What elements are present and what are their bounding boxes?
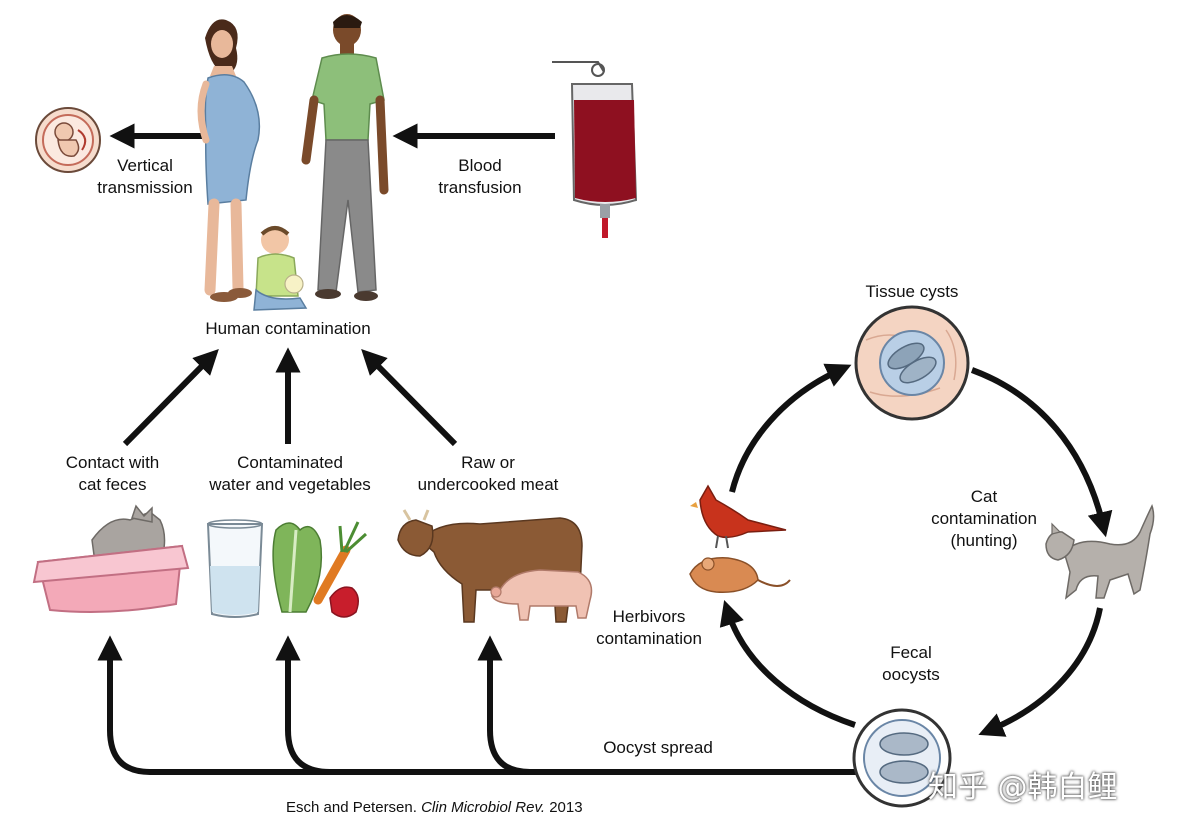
citation-year: 2013 (549, 799, 583, 816)
blood-transfusion-line2: transfusion (438, 178, 522, 197)
fecal-oocysts-label: Fecal oocysts (866, 642, 956, 686)
cat-contamination-line3: (hunting) (950, 531, 1018, 550)
meat-line2: undercooked meat (417, 475, 559, 494)
arrow-meat-to-human (361, 349, 458, 447)
fecal-oocysts-line1: Fecal (890, 643, 932, 662)
cat-feces-label: Contact with cat feces (40, 452, 185, 496)
cardinal-bird-icon (690, 484, 787, 549)
cycle-arrow-oocysts-to-herbivors (719, 600, 856, 728)
citation: Esch and Petersen. Clin Microbiol Rev. 2… (286, 799, 583, 816)
litter-box-cat-icon (32, 504, 190, 613)
pig-icon (490, 569, 593, 621)
water-glass-icon (206, 519, 264, 618)
blood-bag-icon (552, 61, 638, 238)
cycle-arrow-herbivors-to-cysts (729, 363, 852, 493)
oocyst-spread-arrows (97, 635, 858, 775)
vertical-transmission-label: Vertical transmission (90, 155, 200, 199)
herbivors-contamination-label: Herbivors contamination (584, 606, 714, 650)
tissue-cyst-icon (854, 305, 970, 421)
vertical-transmission-line1: Vertical (117, 156, 173, 175)
herbivors-contamination-line1: Herbivors (612, 607, 686, 626)
citation-authors: Esch and Petersen. (286, 799, 417, 816)
vegetables-icon (272, 521, 368, 618)
cow-icon (397, 509, 583, 623)
cycle-arrow-cysts-to-cat (970, 367, 1113, 538)
arrow-feces-to-human (122, 349, 219, 447)
water-vegetables-line1: Contaminated (237, 453, 343, 472)
watermark: 知乎 @韩白鲤 (928, 770, 1118, 805)
cat-contamination-label: Cat contamination (hunting) (918, 486, 1050, 552)
oocyst-icon (852, 708, 952, 808)
tissue-cysts-label: Tissue cysts (865, 282, 959, 301)
vertical-transmission-line2: transmission (97, 178, 193, 197)
cat-contamination-line2: contamination (931, 509, 1037, 528)
blood-transfusion-line1: Blood (458, 156, 502, 175)
cycle-arrow-cat-to-oocysts (978, 607, 1103, 737)
water-vegetables-label: Contaminated water and vegetables (194, 452, 386, 496)
blood-transfusion-label: Blood transfusion (420, 155, 540, 199)
human-contamination-label: Human contamination (205, 319, 371, 338)
mouse-icon (689, 557, 791, 593)
citation-journal: Clin Microbiol Rev. (421, 799, 546, 816)
meat-label: Raw or undercooked meat (400, 452, 576, 496)
fetus-icon (35, 107, 101, 173)
fecal-oocysts-line2: oocysts (882, 665, 940, 684)
baby-icon (253, 226, 308, 311)
cat-feces-line1: Contact with (65, 453, 160, 472)
pregnant-woman-icon (197, 19, 261, 302)
cat-feces-line2: cat feces (78, 475, 147, 494)
herbivors-contamination-line2: contamination (596, 629, 702, 648)
man-icon (301, 14, 389, 301)
cat-contamination-line1: Cat (970, 487, 998, 506)
water-vegetables-line2: water and vegetables (209, 475, 371, 494)
meat-line1: Raw or (461, 453, 515, 472)
oocyst-spread-label: Oocyst spread (603, 738, 713, 757)
cat-icon (1045, 504, 1155, 600)
